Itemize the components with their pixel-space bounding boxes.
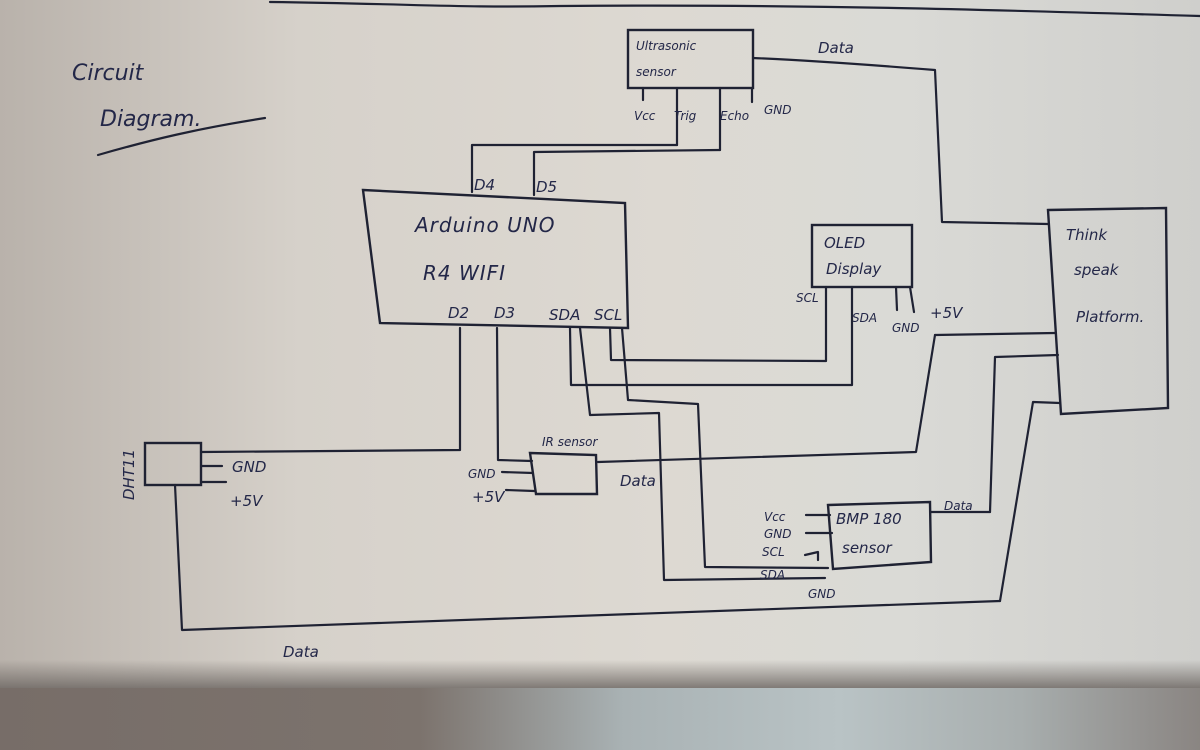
bmp180-pin-sda: SDA (760, 568, 785, 582)
ir-data-label: Data (620, 472, 656, 490)
wire-sda-oled (568, 285, 854, 387)
title-underline (96, 116, 267, 157)
oled-pin-gnd: GND (892, 321, 920, 335)
thingspeak-label-line3: Platform. (1076, 308, 1144, 326)
wire-dht11-d2 (199, 326, 462, 454)
ultrasonic-pin-gnd: GND (764, 103, 792, 117)
ultrasonic-pin-trig: Trig (674, 109, 697, 123)
diagram-title-line1: Circuit (72, 61, 145, 86)
arduino-label-line1: Arduino UNO (413, 213, 555, 237)
dht11-data-label: Data (283, 643, 319, 661)
oled-power-pins (894, 285, 916, 314)
diagram-title-line2: Diagram. (100, 107, 201, 132)
wire-ir-d3 (495, 326, 534, 463)
dht11-label: DHT11 (120, 449, 138, 500)
arduino-box (361, 188, 630, 330)
thingspeak-platform: Think speak Platform. (1046, 206, 1170, 416)
bmp180-power-pins (803, 513, 834, 562)
oled-box (810, 223, 914, 289)
ultrasonic-pin-vcc: Vcc (634, 109, 656, 123)
dht11-pin-5v: +5V (230, 492, 264, 510)
bmp180-label-line2: sensor (842, 539, 893, 557)
ir-sensor: IR sensor GND +5V Data (468, 326, 656, 506)
ultrasonic-label-line2: sensor (636, 65, 677, 79)
ir-pin-gnd: GND (468, 467, 496, 481)
thingspeak-box (1046, 206, 1170, 416)
arduino-pin-scl: SCL (594, 306, 622, 324)
wire-trig-d4 (470, 143, 679, 194)
arduino-uno-r4-wifi: Arduino UNO R4 WIFI D4 D5 D2 D3 SDA SCL (361, 176, 630, 330)
wire-echo-d5 (532, 148, 722, 197)
bmp180-pin-gnd: GND (764, 527, 792, 541)
dht11-power-pins (199, 464, 228, 484)
arduino-pin-sda: SDA (549, 306, 580, 324)
arduino-pin-d5: D5 (536, 178, 557, 196)
arduino-pin-d3: D3 (494, 304, 515, 322)
bmp180-sensor: BMP 180 sensor Vcc GND SCL SDA GND Data (760, 499, 992, 601)
dht11-sensor: DHT11 GND +5V Data (120, 326, 1002, 661)
wire-ir-data (596, 333, 937, 464)
ir-power-pins (500, 470, 536, 493)
arduino-pin-d2: D2 (448, 304, 469, 322)
ultrasonic-label-line1: Ultrasonic (636, 39, 697, 53)
oled-display: OLED Display SCL SDA GND +5V (796, 223, 964, 335)
ir-label: IR sensor (542, 435, 599, 449)
wire-oled-gnd-thingspeak (933, 331, 1057, 337)
oled-pin-sda: SDA (852, 311, 877, 325)
ir-pin-5v: +5V (472, 488, 506, 506)
ultrasonic-data-label: Data (818, 39, 854, 57)
bmp180-pin-vcc: Vcc (764, 510, 786, 524)
bmp180-label-line1: BMP 180 (836, 510, 902, 528)
bmp180-box (826, 500, 933, 571)
wire-dht11-data (173, 483, 1002, 632)
oled-pin-5v: +5V (930, 304, 964, 322)
thingspeak-label-line2: speak (1074, 261, 1120, 279)
ir-box (528, 451, 599, 496)
wire-bmp-data (988, 353, 1060, 514)
ultrasonic-pin-echo: Echo (720, 109, 749, 123)
arduino-label-line2: R4 WIFI (423, 261, 506, 285)
wire-scl-bmp (620, 326, 830, 570)
wire-ultrasonic-data (751, 56, 1050, 226)
table-surface (0, 688, 1200, 750)
arduino-pin-d4: D4 (474, 176, 495, 194)
ultrasonic-pins (641, 86, 754, 152)
dht11-box (143, 441, 203, 487)
bmp180-data-label: Data (944, 499, 973, 513)
oled-label-line1: OLED (824, 234, 865, 252)
oled-label-line2: Display (826, 260, 882, 278)
wire-scl-oled (608, 285, 828, 363)
thingspeak-label-line1: Think (1066, 226, 1108, 244)
bmp180-pin-gnd2: GND (808, 587, 836, 601)
paper-ruled-line (268, 0, 1200, 18)
oled-pin-scl: SCL (796, 291, 819, 305)
wire-sda-bmp (578, 326, 827, 582)
dht11-pin-gnd: GND (232, 458, 266, 476)
bmp180-pin-scl: SCL (762, 545, 785, 559)
wire-bottom-return (998, 400, 1062, 603)
ultrasonic-sensor: Ultrasonic sensor Vcc Trig Echo GND Data (626, 28, 854, 152)
